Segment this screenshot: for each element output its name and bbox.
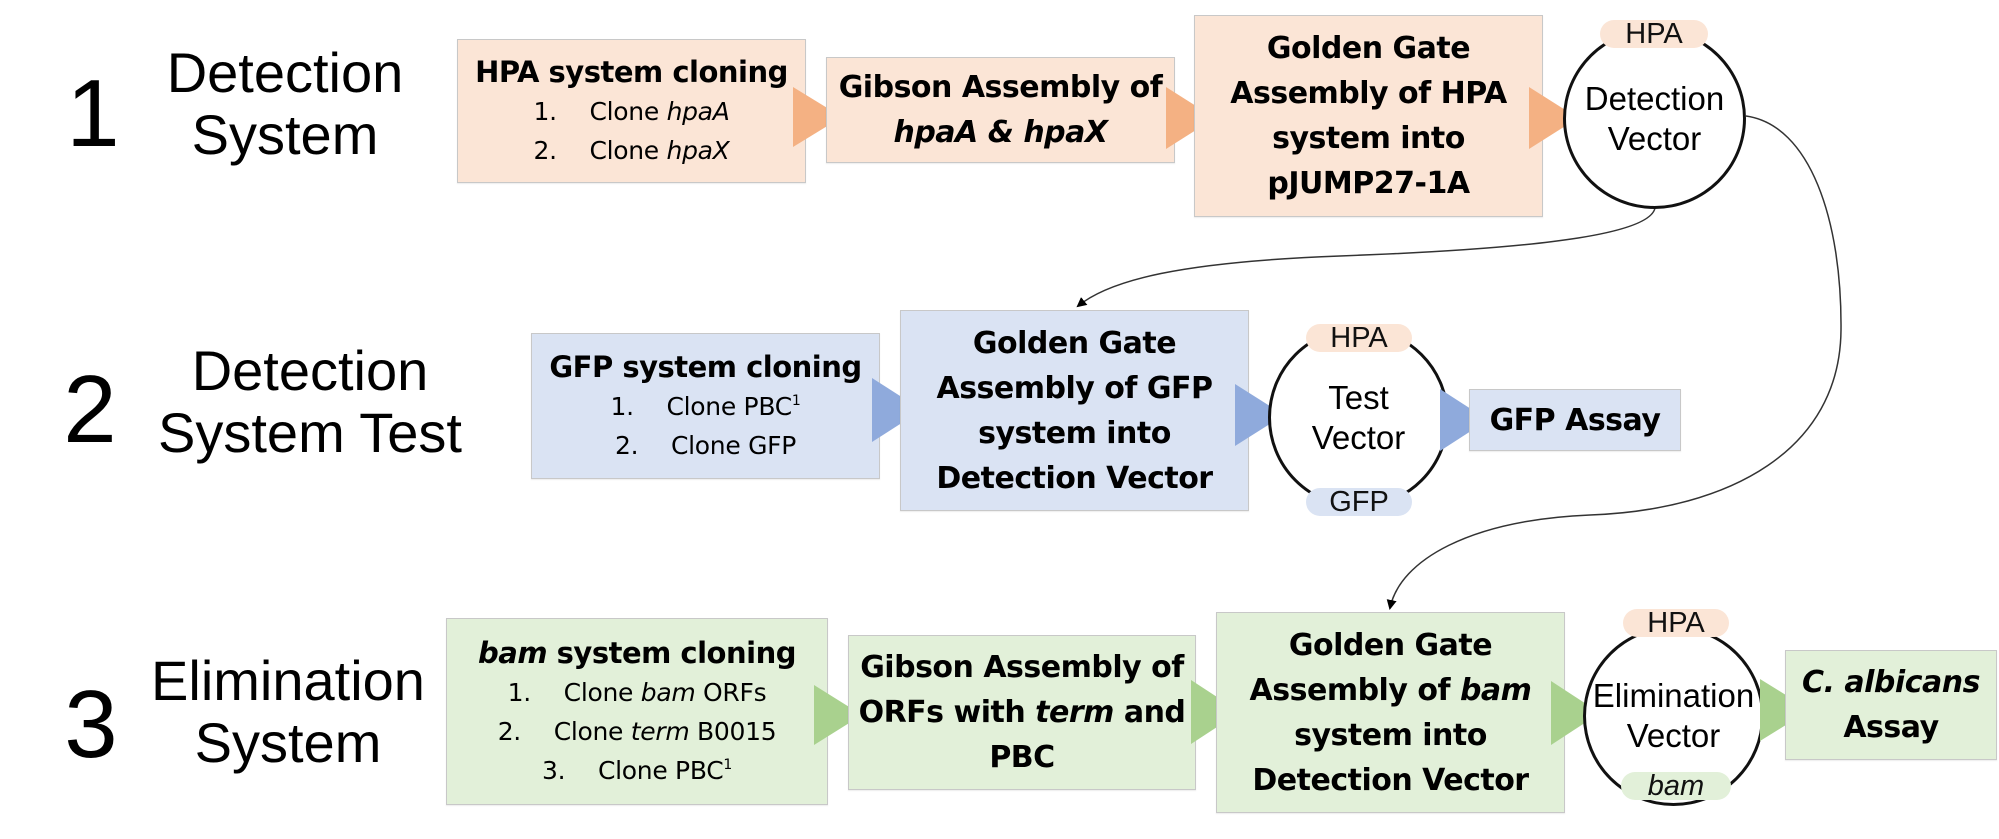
gibson-assembly-hpa-box: Gibson Assembly of hpaA & hpaX (826, 57, 1175, 163)
row-3-title: Elimination System (138, 650, 438, 774)
c-albicans-assay-box: C. albicans Assay (1785, 650, 1997, 760)
list-item: 2.Clone hpaX (533, 136, 730, 165)
hpa-cloning-heading: HPA system cloning (475, 55, 788, 89)
golden-gate-gfp-box: Golden Gate Assembly of GFP system into … (900, 310, 1249, 511)
row-3-number: 3 (64, 671, 118, 778)
list-item: 1.Clone bam ORFs (507, 678, 767, 707)
hpa-tag: HPA (1306, 324, 1412, 353)
list-item: 1.Clone hpaA (533, 97, 730, 126)
row-1-title-line2: System (191, 103, 379, 166)
hpa-tag: HPA (1600, 20, 1708, 49)
list-item: 3.Clone PBC1 (541, 756, 733, 785)
golden-gate-hpa-box: Golden Gate Assembly of HPA system into … (1194, 15, 1543, 217)
gfp-tag: GFP (1306, 488, 1412, 517)
connector-detection-to-test (1076, 207, 1656, 308)
row-1-number: 1 (66, 60, 120, 167)
row-2-number: 2 (63, 356, 117, 463)
row-3-title-line2: System (194, 711, 382, 774)
row-1-title: Detection System (150, 42, 420, 166)
row-1-title-line1: Detection (166, 41, 404, 104)
golden-gate-bam-box: Golden Gate Assembly of bam system into … (1216, 612, 1565, 813)
row-2-title-line2: System Test (158, 401, 462, 464)
list-item: 1.Clone PBC1 (610, 392, 801, 421)
gfp-assay-box: GFP Assay (1469, 389, 1681, 451)
gibson-assembly-orfs-box: Gibson Assembly of ORFs with term and PB… (848, 635, 1196, 790)
row-3-title-line1: Elimination (151, 649, 425, 712)
bam-tag: bam (1621, 772, 1731, 801)
row-2-title: Detection System Test (140, 340, 480, 464)
hpa-tag: HPA (1623, 609, 1729, 638)
hpa-cloning-list: 1.Clone hpaA 2.Clone hpaX (533, 92, 729, 170)
bam-system-cloning-box: bam system cloning 1.Clone bam ORFs 2.Cl… (446, 618, 828, 805)
row-2-title-line1: Detection (191, 339, 429, 402)
hpa-system-cloning-box: HPA system cloning 1.Clone hpaA 2.Clone … (457, 39, 806, 183)
gfp-system-cloning-box: GFP system cloning 1.Clone PBC1 2.Clone … (531, 333, 880, 479)
list-item: 2.Clone GFP (615, 431, 796, 460)
list-item: 2.Clone term B0015 (497, 717, 777, 746)
